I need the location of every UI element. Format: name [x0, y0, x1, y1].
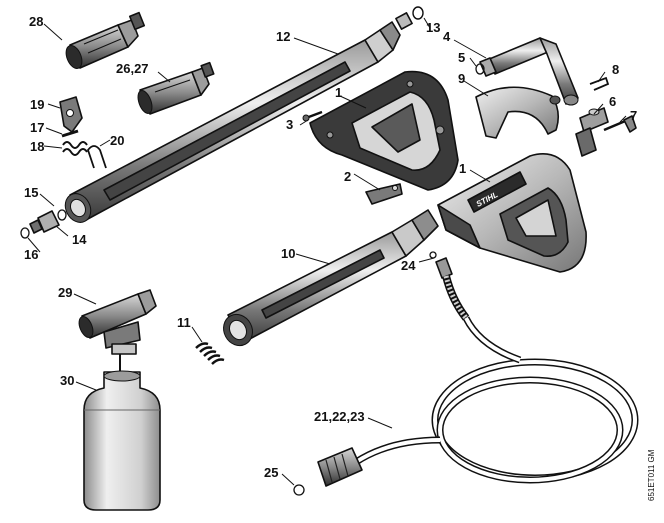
label-10: 10 [281, 246, 295, 261]
label-2: 2 [344, 169, 351, 184]
o-ring-16 [20, 227, 30, 239]
label-28: 28 [29, 14, 43, 29]
label-18: 18 [30, 139, 44, 154]
connector-15 [29, 210, 60, 234]
label-13: 13 [426, 20, 440, 35]
label-8: 8 [612, 62, 619, 77]
label-1-upper: 1 [335, 85, 342, 100]
o-ring-13 [412, 6, 424, 20]
label-19: 19 [30, 97, 44, 112]
handle-1-lower: STIHL [437, 153, 587, 273]
leader-lines [27, 17, 627, 486]
o-ring-25 [293, 484, 305, 496]
label-30: 30 [60, 373, 74, 388]
foam-nozzle-29 [78, 289, 157, 375]
pin-7 [603, 115, 637, 133]
hose-21-22-23 [317, 257, 639, 487]
label-5: 5 [458, 50, 465, 65]
tube-4 [479, 37, 579, 106]
label-12: 12 [276, 29, 290, 44]
pin-17 [61, 129, 79, 138]
lance-10 [223, 209, 439, 347]
nozzle-26-27 [137, 61, 215, 115]
clip-8 [589, 76, 610, 91]
spring-11 [195, 342, 225, 365]
reference-code: 651ET011 GM [647, 449, 656, 501]
label-26-27: 26,27 [116, 61, 149, 76]
o-ring-14 [57, 209, 67, 221]
nozzle-28 [65, 11, 146, 69]
bottle-30 [83, 370, 161, 511]
label-24: 24 [401, 258, 416, 273]
part-labels: 28 12 13 4 5 8 26,27 9 19 1 6 17 3 7 20 … [24, 14, 637, 480]
label-15: 15 [24, 185, 38, 200]
o-ring-5 [475, 63, 485, 75]
label-20: 20 [110, 133, 124, 148]
label-1-lower: 1 [459, 161, 466, 176]
cover-9 [475, 86, 561, 139]
label-25: 25 [264, 465, 278, 480]
label-29: 29 [58, 285, 72, 300]
label-17: 17 [30, 120, 44, 135]
label-16: 16 [24, 247, 38, 262]
trigger-2 [365, 183, 403, 205]
lance-12 [64, 12, 413, 223]
hook-20 [86, 145, 107, 169]
label-6: 6 [609, 94, 616, 109]
handle-half-1-upper [309, 70, 459, 191]
label-4: 4 [443, 29, 451, 44]
o-ring-24 [429, 251, 437, 259]
label-7: 7 [630, 108, 637, 123]
label-3: 3 [286, 117, 293, 132]
clip-19 [59, 96, 83, 133]
spring-18 [62, 141, 88, 156]
label-9: 9 [458, 71, 465, 86]
label-14: 14 [72, 232, 87, 247]
valve-6 [575, 107, 609, 157]
label-11: 11 [177, 315, 191, 330]
label-21-22-23: 21,22,23 [314, 409, 365, 424]
